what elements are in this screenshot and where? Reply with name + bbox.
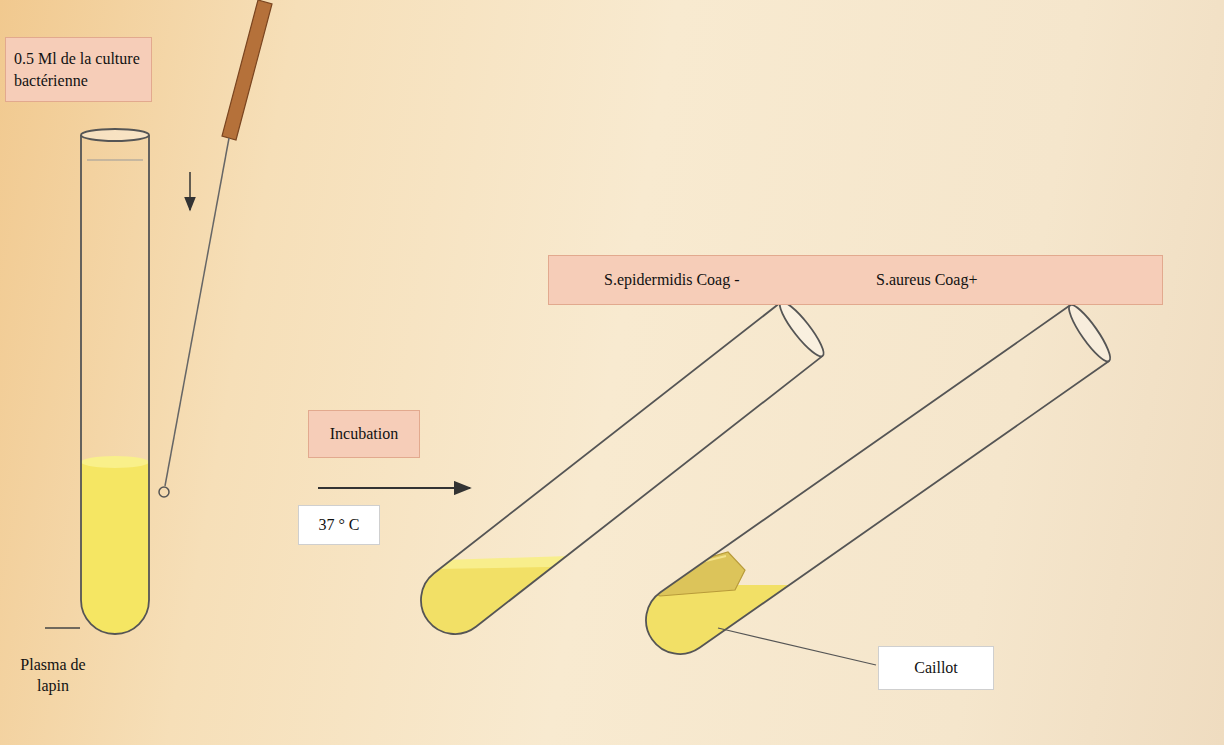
drawing-part bbox=[81, 135, 149, 634]
node-text: 37 ° C bbox=[305, 514, 373, 536]
drawing-part bbox=[81, 129, 149, 141]
step-box: Incubation bbox=[308, 410, 420, 458]
node-text: Incubation bbox=[317, 423, 411, 445]
drawing-part bbox=[189, 172, 191, 210]
temperature-box: 37 ° C bbox=[298, 505, 380, 545]
test-tube-coag-negative bbox=[407, 297, 829, 647]
test-tube bbox=[81, 129, 149, 634]
plasma-label: Plasma de lapin bbox=[8, 655, 98, 697]
drawing-part bbox=[60, 462, 180, 642]
liquid-coag-positive bbox=[600, 548, 820, 685]
drawing-part bbox=[165, 138, 229, 486]
result-band: S.epidermidis Coag - S.aureus Coag+ bbox=[548, 255, 1163, 305]
node-text: Caillot bbox=[887, 657, 985, 679]
drawing-part bbox=[159, 487, 169, 497]
drawing-part bbox=[640, 548, 745, 596]
drawing-part bbox=[774, 297, 828, 360]
label-box: Caillot bbox=[878, 646, 994, 690]
drawing-part bbox=[600, 585, 820, 685]
drawing-part bbox=[380, 555, 600, 570]
test-tube-coag-positive bbox=[633, 301, 1116, 668]
drawing-part bbox=[222, 0, 272, 140]
drawing-part bbox=[407, 302, 822, 647]
pipette bbox=[159, 0, 272, 497]
drawing-part bbox=[87, 160, 143, 161]
node-text: 0.5 Ml de la culture bactérienne bbox=[14, 48, 143, 91]
drawing-part bbox=[633, 305, 1109, 667]
drawing-part bbox=[380, 562, 600, 662]
liquid-coag-negative bbox=[380, 555, 600, 662]
node-text: S.aureus Coag+ bbox=[876, 269, 977, 291]
incubation-arrow bbox=[318, 487, 470, 489]
node-text: S.epidermidis Coag - bbox=[604, 269, 740, 291]
callout-box: 0.5 Ml de la culture bactérienne bbox=[5, 37, 152, 102]
leader-line bbox=[45, 627, 80, 629]
drawing-part bbox=[1064, 301, 1116, 366]
drawing-part bbox=[81, 456, 149, 468]
plasma-liquid bbox=[60, 456, 180, 642]
leader-line bbox=[718, 628, 876, 665]
